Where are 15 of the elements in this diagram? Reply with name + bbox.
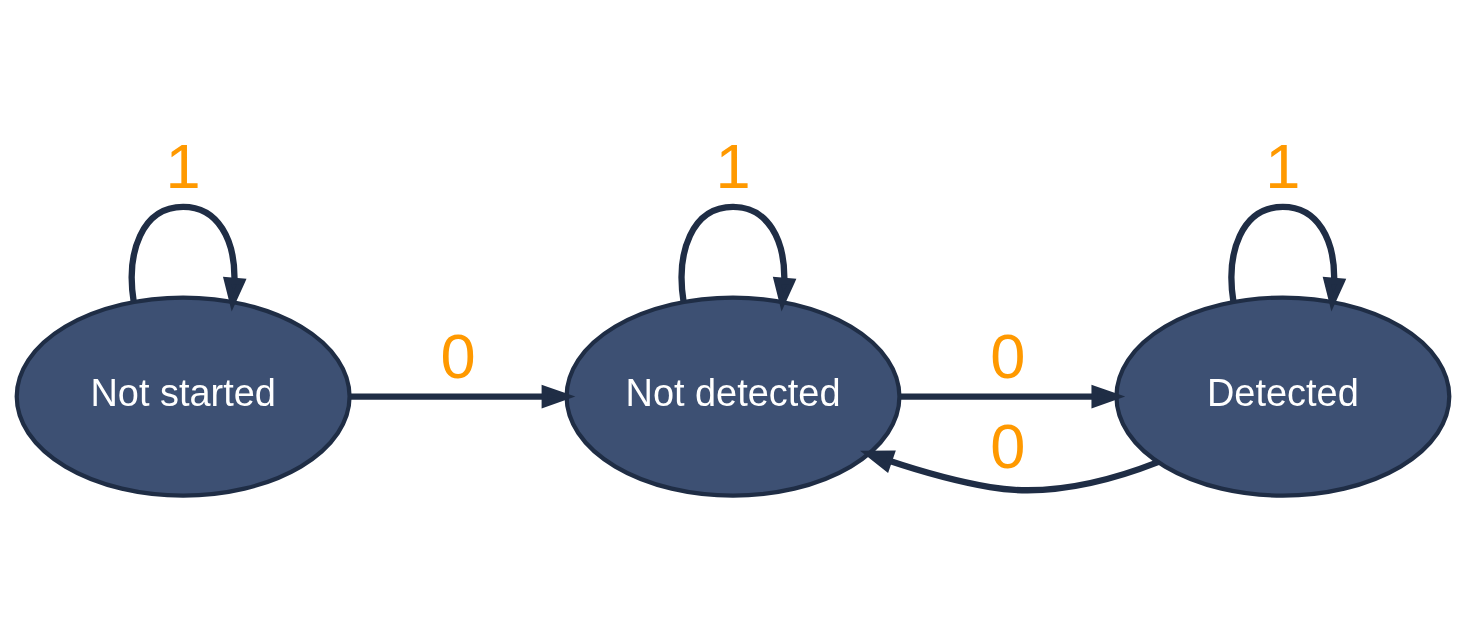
node-ellipse: Not detected — [564, 295, 902, 498]
arrow — [899, 384, 1126, 409]
edge-label: 0 — [440, 320, 476, 391]
node-ellipse: Detected — [1114, 295, 1452, 498]
edge-label: 0 — [990, 320, 1026, 391]
edge-label: 0 — [990, 411, 1026, 482]
arrow — [1228, 203, 1347, 312]
edge-label: 1 — [165, 130, 201, 201]
edge-label: 1 — [1265, 130, 1301, 201]
arrow — [349, 384, 576, 409]
arrow — [678, 203, 797, 312]
edge-label: 1 — [715, 130, 751, 201]
arrow — [128, 203, 247, 312]
node-ellipse: Not started — [14, 295, 352, 498]
arrow — [860, 450, 1160, 494]
